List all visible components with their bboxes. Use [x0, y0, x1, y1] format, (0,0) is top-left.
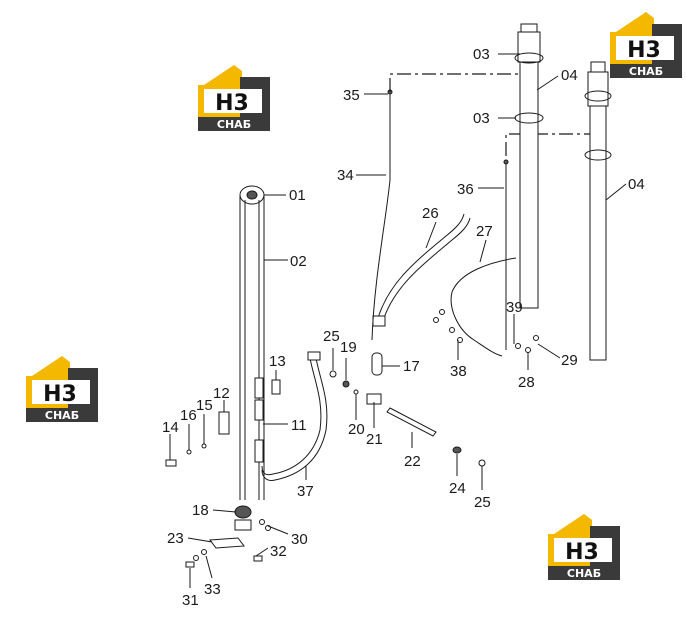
callout-38: 38 — [450, 363, 467, 380]
callout-12: 12 — [213, 385, 230, 402]
logo-watermark-top-right: H3 СНАБ — [610, 12, 682, 78]
callout-29: 29 — [561, 352, 578, 369]
callout-04-left: 04 — [561, 67, 578, 84]
callout-04-right: 04 — [628, 176, 645, 193]
hose-26 — [372, 213, 471, 327]
bottom-bracket — [185, 519, 271, 568]
callout-30: 30 — [291, 531, 308, 548]
callout-20: 20 — [348, 421, 365, 438]
svg-text:H3: H3 — [627, 38, 661, 63]
callout-39: 39 — [506, 299, 523, 316]
callout-34: 34 — [337, 167, 354, 184]
svg-text:H3: H3 — [565, 540, 599, 565]
hose-37 — [261, 351, 328, 481]
callout-26: 26 — [422, 205, 439, 222]
rod-36 — [503, 159, 509, 350]
callout-19: 19 — [340, 339, 357, 356]
callout-01: 01 — [289, 187, 306, 204]
left-fittings — [165, 443, 207, 467]
callout-23: 23 — [167, 530, 184, 547]
logo-watermark-left: H3 СНАБ — [26, 356, 98, 422]
callout-03-upper: 03 — [473, 46, 490, 63]
leader-lines — [169, 53, 627, 588]
right-fittings — [433, 309, 539, 353]
callout-27: 27 — [476, 223, 493, 240]
hose-27 — [450, 257, 517, 357]
callout-28: 28 — [518, 374, 535, 391]
rod-34 — [371, 89, 393, 341]
center-fittings — [329, 352, 383, 405]
callout-17: 17 — [403, 358, 420, 375]
pipe-22 — [386, 407, 486, 467]
callout-18: 18 — [192, 502, 209, 519]
callout-24: 24 — [449, 480, 466, 497]
callout-14: 14 — [162, 419, 179, 436]
callout-13: 13 — [269, 353, 286, 370]
logo-watermark-top-center: H3 СНАБ — [198, 65, 270, 131]
callout-32: 32 — [270, 543, 287, 560]
callout-36: 36 — [457, 181, 474, 198]
connection-line-36 — [505, 133, 600, 156]
callout-02: 02 — [290, 253, 307, 270]
callout-33: 33 — [204, 581, 221, 598]
lift-cylinder-right — [584, 61, 612, 361]
callout-16: 16 — [180, 407, 197, 424]
callout-11: 11 — [291, 417, 307, 434]
callout-22: 22 — [404, 453, 421, 470]
svg-text:H3: H3 — [215, 91, 249, 116]
callout-25-upper: 25 — [323, 328, 340, 345]
svg-text:СНАБ: СНАБ — [45, 409, 79, 422]
logo-watermark-bottom-right: H3 СНАБ — [548, 514, 620, 580]
connection-line-35 — [389, 73, 528, 92]
callout-03-lower: 03 — [473, 110, 490, 127]
svg-text:СНАБ: СНАБ — [567, 567, 601, 580]
callout-25-lower: 25 — [474, 494, 491, 511]
callout-37: 37 — [297, 483, 314, 500]
svg-text:H3: H3 — [43, 382, 77, 407]
callout-21: 21 — [366, 431, 383, 448]
lift-cylinder-left — [514, 23, 544, 309]
callout-35: 35 — [343, 87, 360, 104]
callout-labels: 01 02 03 03 04 04 11 12 13 14 15 16 17 1… — [162, 46, 645, 609]
svg-text:СНАБ: СНАБ — [629, 65, 663, 78]
callout-15: 15 — [196, 397, 213, 414]
callout-31: 31 — [182, 592, 199, 609]
svg-text:СНАБ: СНАБ — [217, 118, 251, 131]
